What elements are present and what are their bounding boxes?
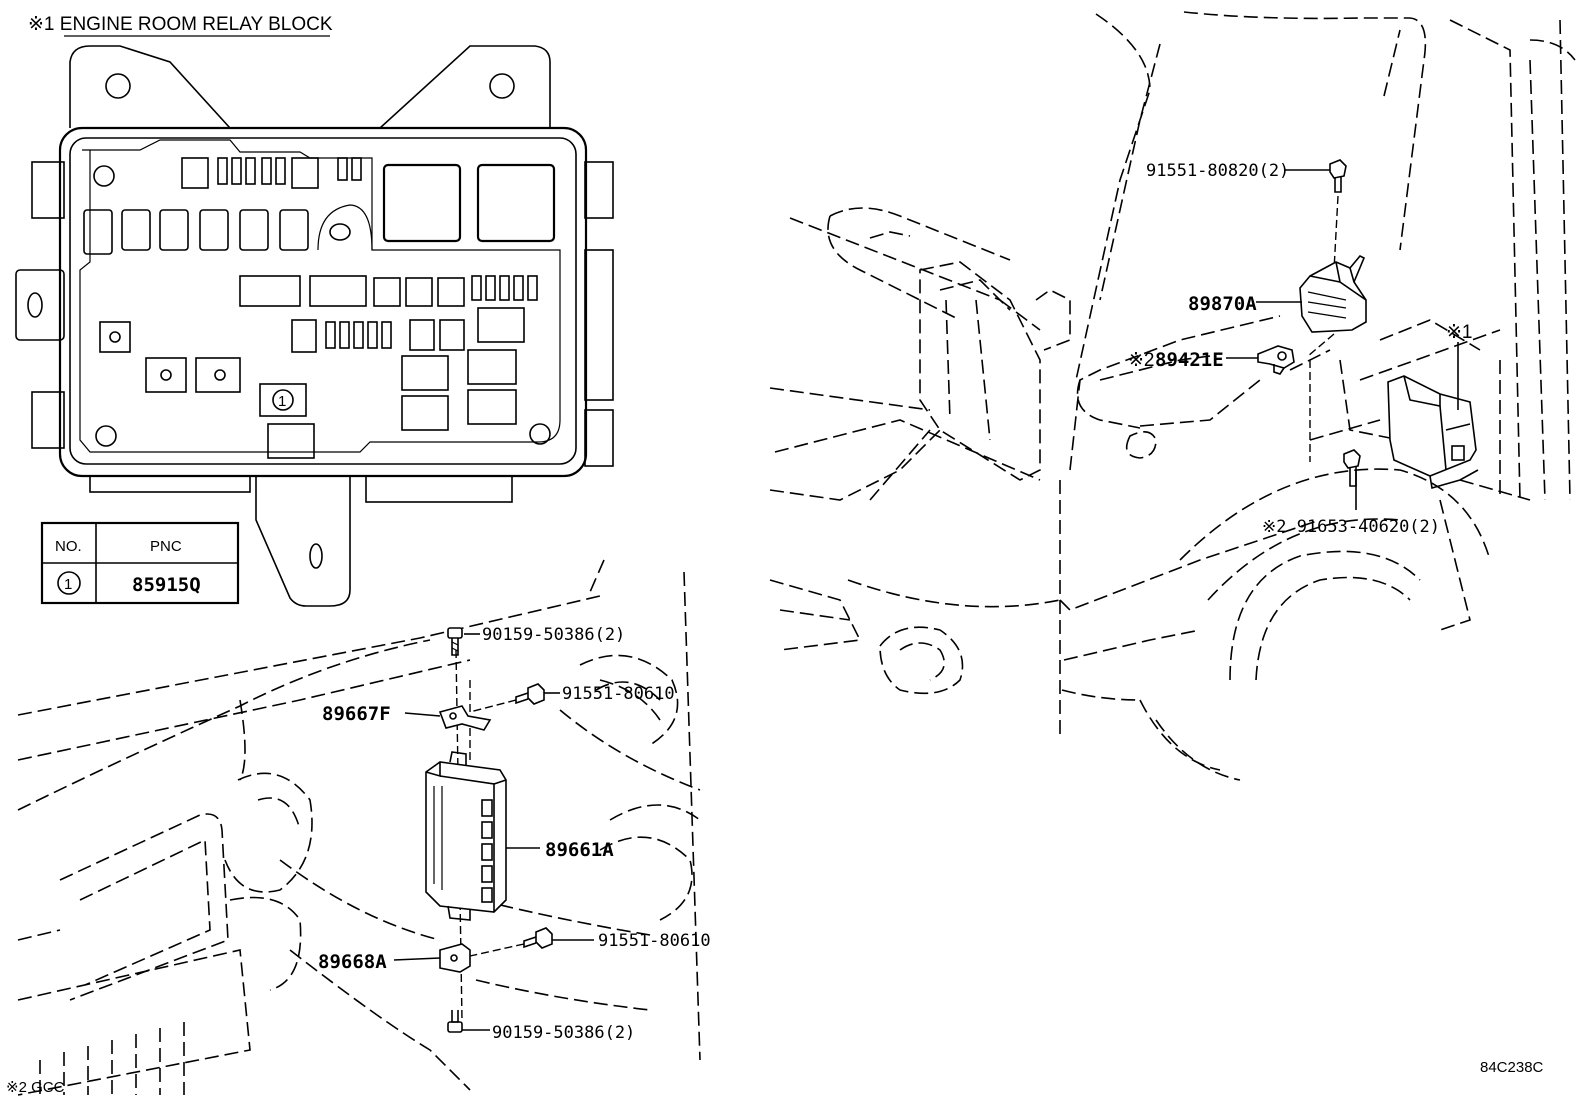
relay-block-title: ※1 ENGINE ROOM RELAY BLOCK (28, 14, 333, 35)
bolt-91551-bottom (523, 927, 553, 949)
label-89668A: 89668A (318, 951, 387, 973)
label-90159-top: 90159-50386(2) (482, 625, 625, 645)
table-header-pnc: PNC (150, 538, 182, 555)
label-89661A: 89661A (545, 839, 614, 861)
label-91551-80820: 91551-80820(2) (1146, 161, 1289, 181)
relay-block-mounted (1387, 375, 1479, 490)
label-89421E: 89421E (1155, 349, 1224, 371)
diagram-code: 84C238C (1480, 1059, 1544, 1076)
cab-section: 91551-80820(2) 89870A ※2 89421E ※2 91653… (769, 11, 1576, 781)
bolt-91653-40620 (1343, 449, 1361, 487)
label-91551-80610-top: 91551-80610 (562, 684, 675, 704)
label-91653-40620: ※2 91653-40620(2) (1262, 517, 1440, 537)
label-89421E-mark: ※2 (1128, 350, 1155, 371)
sensor-89870A (1299, 255, 1367, 333)
table-row-pnc: 85915Q (132, 574, 201, 596)
bracket-89421E (1257, 345, 1295, 375)
bolt-top (447, 627, 463, 656)
label-91551-80610-bottom: 91551-80610 (598, 931, 711, 951)
relay-callout-number: 1 (278, 393, 286, 410)
bracket-89667F (438, 705, 492, 731)
relay-block-section: ※1 ENGINE ROOM RELAY BLOCK (15, 14, 614, 607)
footer-note: ※2 GCC (6, 1079, 65, 1096)
table-row-no: 1 (64, 576, 72, 593)
label-mark-1: ※1 (1446, 322, 1473, 343)
label-90159-bottom: 90159-50386(2) (492, 1023, 635, 1043)
bolt-91551-top (515, 683, 545, 705)
bolt-91551-80820 (1329, 159, 1347, 193)
bracket-89668A (439, 943, 471, 973)
label-89870A: 89870A (1188, 293, 1257, 315)
label-89667F: 89667F (322, 703, 391, 725)
ecu-89661A (425, 751, 507, 921)
pnc-table: NO. PNC 1 85915Q (40, 521, 240, 605)
dashboard-section: 90159-50386(2) 91551-80610 89667F 89661A… (17, 559, 711, 1096)
bolt-bottom (447, 1010, 463, 1033)
table-header-no: NO. (55, 538, 82, 555)
